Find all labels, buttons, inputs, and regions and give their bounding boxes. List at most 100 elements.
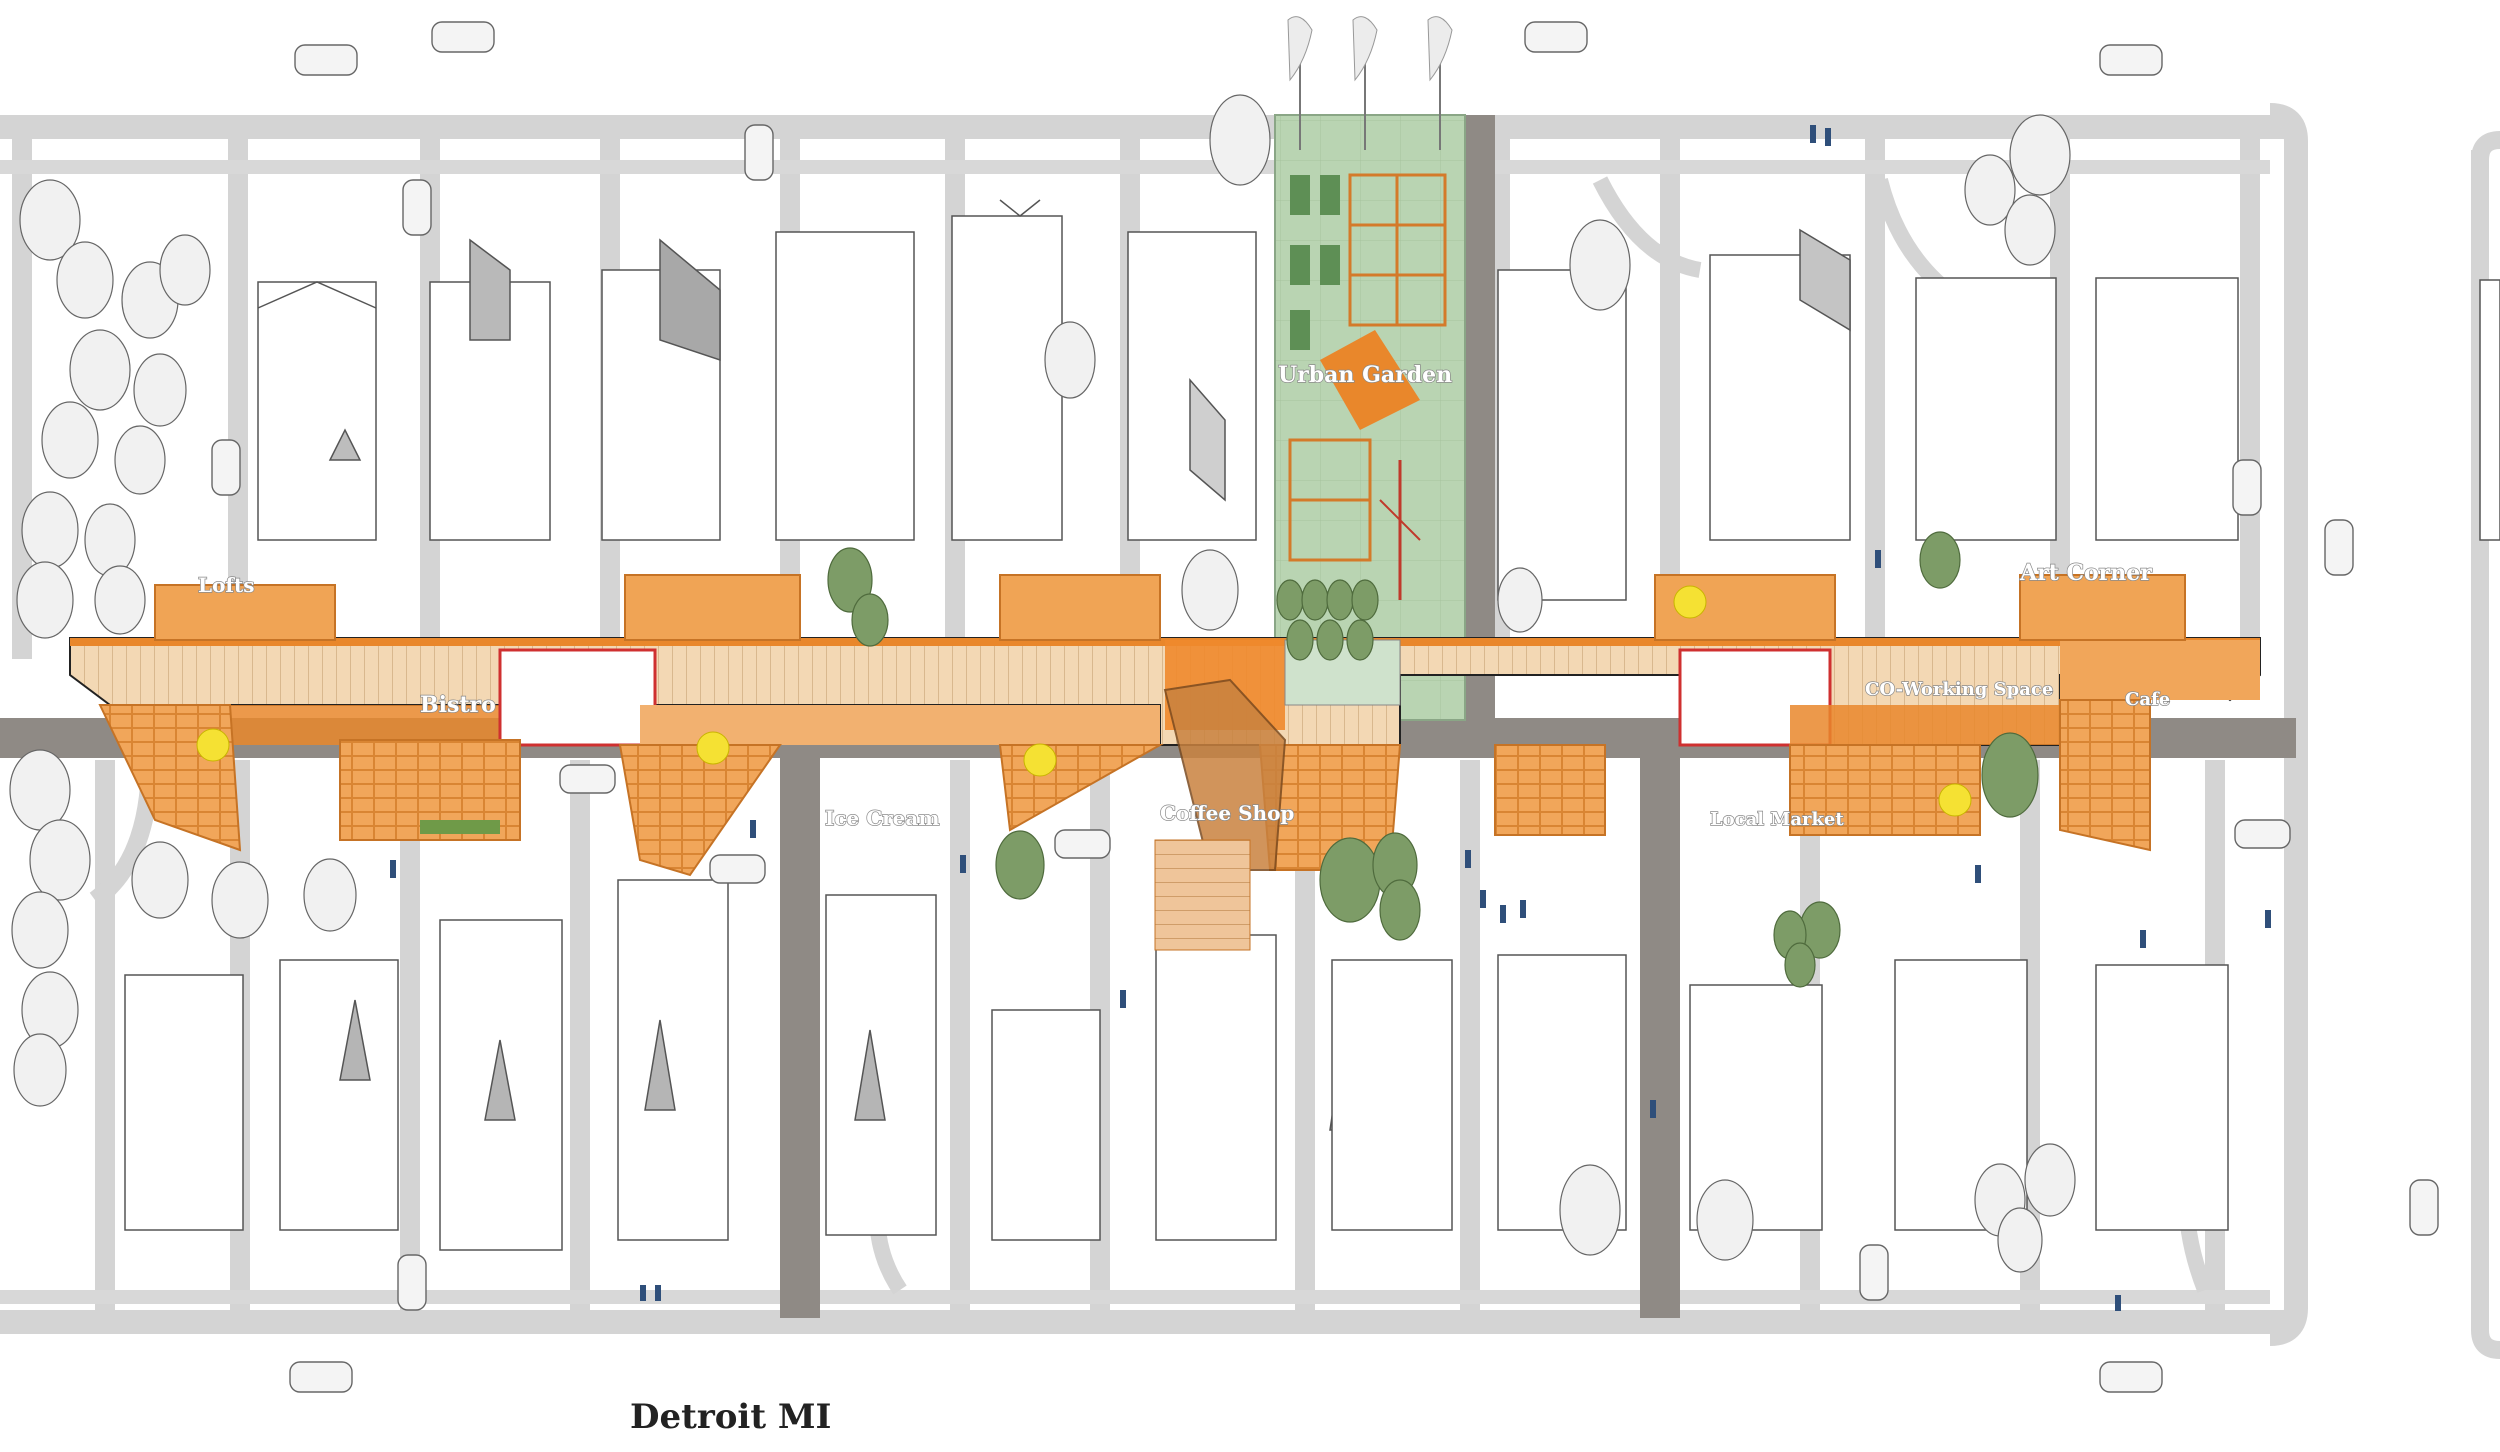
house — [1331, 959, 1453, 1231]
tree-icon — [1319, 837, 1381, 923]
tree-icon — [131, 841, 189, 919]
trees — [9, 94, 2076, 1273]
tree-icon — [2004, 194, 2056, 266]
label-bistro: Bistro — [420, 692, 496, 718]
tree-icon — [1997, 1207, 2043, 1273]
label-local-market: Local Market — [1710, 809, 1844, 830]
tree-icon — [211, 861, 269, 939]
green-trees — [827, 531, 2039, 988]
tree-icon — [13, 1033, 67, 1107]
car-icon — [211, 439, 241, 496]
tree-icon — [1696, 1179, 1754, 1261]
tree-icon — [29, 819, 91, 901]
car-icon — [559, 764, 616, 794]
tree-icon — [1559, 1164, 1621, 1256]
label-ice-cream: Ice Cream — [825, 806, 940, 830]
tree-icon — [1181, 549, 1239, 631]
tree-icon — [11, 891, 69, 969]
right-block-corner — [2471, 131, 2500, 161]
person-icon — [2115, 1295, 2121, 1311]
cars — [211, 21, 2439, 1393]
car-icon — [1524, 21, 1588, 53]
house — [2095, 277, 2239, 541]
label-urban-garden: Urban Garden — [1278, 362, 1452, 388]
person-icon — [640, 1285, 646, 1301]
tree-icon — [1379, 879, 1421, 941]
tree-icon — [114, 425, 166, 495]
tree-icon — [84, 503, 136, 577]
person-icon — [1120, 990, 1126, 1008]
car-icon — [402, 179, 432, 236]
tree-icon — [1981, 732, 2039, 818]
house — [991, 1009, 1101, 1241]
tree-icon — [827, 547, 873, 613]
tree-icon — [995, 830, 1045, 900]
person-icon — [1480, 890, 1486, 908]
label-lofts: Lofts — [198, 573, 255, 597]
tree-icon — [16, 561, 74, 639]
person-icon — [1520, 900, 1526, 918]
tree-icon — [1044, 321, 1096, 399]
house — [2095, 964, 2229, 1231]
house — [1497, 269, 1627, 601]
label-art-corner: Art Corner — [2019, 560, 2152, 586]
north-cross-alley — [1465, 115, 1495, 720]
person-icon — [2140, 930, 2146, 948]
right-block-street — [2471, 150, 2500, 1359]
tree-icon — [1784, 942, 1816, 988]
house — [1155, 934, 1277, 1241]
tree-icon — [1569, 219, 1631, 311]
flags — [1287, 16, 1453, 150]
tree-icon — [41, 401, 99, 479]
south-cross-alley-east — [1640, 758, 1680, 1318]
car-icon — [397, 1254, 427, 1311]
car-icon — [2099, 44, 2163, 76]
car-icon — [744, 124, 774, 181]
tree-icon — [1209, 94, 1271, 186]
house-partial — [2479, 279, 2500, 541]
flag-icon — [1427, 16, 1453, 150]
tree-icon — [69, 329, 131, 411]
house — [617, 879, 729, 1241]
label-coffee-shop: Coffee Shop — [1160, 801, 1294, 825]
tree-icon — [133, 353, 187, 427]
tree-icon — [159, 234, 211, 306]
umbrella-icon — [1673, 585, 1707, 619]
elevated-deck — [69, 574, 2261, 951]
car-icon — [1054, 829, 1111, 859]
person-icon — [750, 820, 756, 838]
car-icon — [431, 21, 495, 53]
tree-icon — [1919, 531, 1961, 589]
south-cross-alley-west — [780, 758, 820, 1318]
area-labels: Lofts Bistro Urban Garden Ice Cream Coff… — [197, 361, 2171, 830]
tree-icon — [56, 241, 114, 319]
person-icon — [655, 1285, 661, 1301]
car-icon — [2234, 819, 2291, 849]
house — [951, 215, 1063, 541]
tree-icon — [2024, 1143, 2076, 1217]
person-icon — [2265, 910, 2271, 928]
house — [775, 231, 915, 541]
umbrella-icon — [1938, 783, 1972, 817]
south-houses — [124, 879, 2229, 1251]
person-icon — [1875, 550, 1881, 568]
umbrella-icon — [1023, 743, 1057, 777]
tree-icon — [94, 565, 146, 635]
label-cafe: Cafe — [2125, 689, 2170, 710]
car-icon — [709, 854, 766, 884]
person-icon — [1975, 865, 1981, 883]
tree-icon — [2009, 114, 2071, 196]
house — [124, 974, 244, 1231]
person-icon — [960, 855, 966, 873]
flag-icon — [1287, 16, 1313, 150]
house — [1915, 277, 2057, 541]
label-co-working: CO-Working Space — [1865, 679, 2053, 700]
person-icon — [1825, 128, 1831, 146]
south-street — [0, 1310, 2296, 1334]
tree-icon — [303, 858, 357, 932]
car-icon — [2324, 519, 2354, 576]
person-icon — [1810, 125, 1816, 143]
tree-icon — [9, 749, 71, 831]
car-icon — [2099, 1361, 2163, 1393]
